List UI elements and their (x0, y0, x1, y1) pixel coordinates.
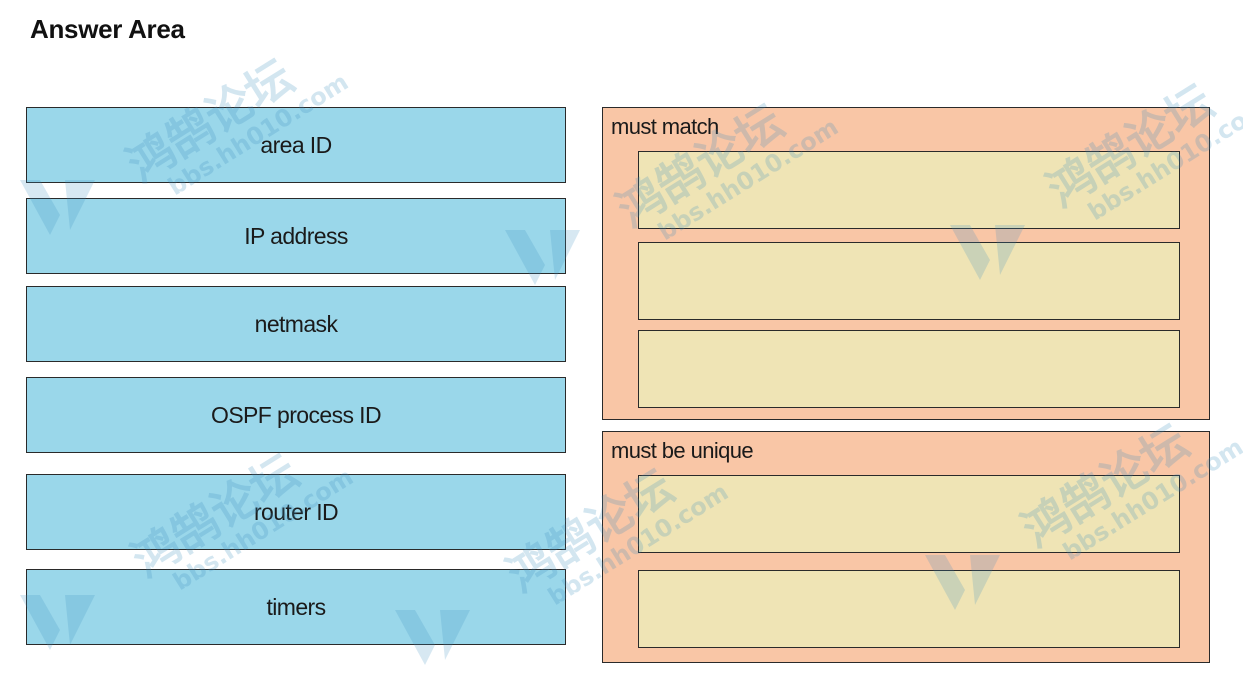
source-item-ip-address[interactable]: IP address (26, 198, 566, 274)
drop-slot-must-match-1[interactable] (638, 151, 1180, 229)
target-group-label: must be unique (611, 438, 754, 463)
target-group-label: must match (611, 114, 719, 139)
source-item-timers[interactable]: timers (26, 569, 566, 645)
drop-slot-must-be-unique-2[interactable] (638, 570, 1180, 648)
drop-slot-must-be-unique-1[interactable] (638, 475, 1180, 553)
source-item-netmask[interactable]: netmask (26, 286, 566, 362)
target-group-must-be-unique: must be unique (602, 431, 1210, 663)
source-item-router-id[interactable]: router ID (26, 474, 566, 550)
source-item-ospf-process-id[interactable]: OSPF process ID (26, 377, 566, 453)
drop-slot-must-match-2[interactable] (638, 242, 1180, 320)
target-group-must-match: must match (602, 107, 1210, 420)
answer-area-title: Answer Area (30, 14, 185, 44)
source-item-area-id[interactable]: area ID (26, 107, 566, 183)
drop-slot-must-match-3[interactable] (638, 330, 1180, 408)
